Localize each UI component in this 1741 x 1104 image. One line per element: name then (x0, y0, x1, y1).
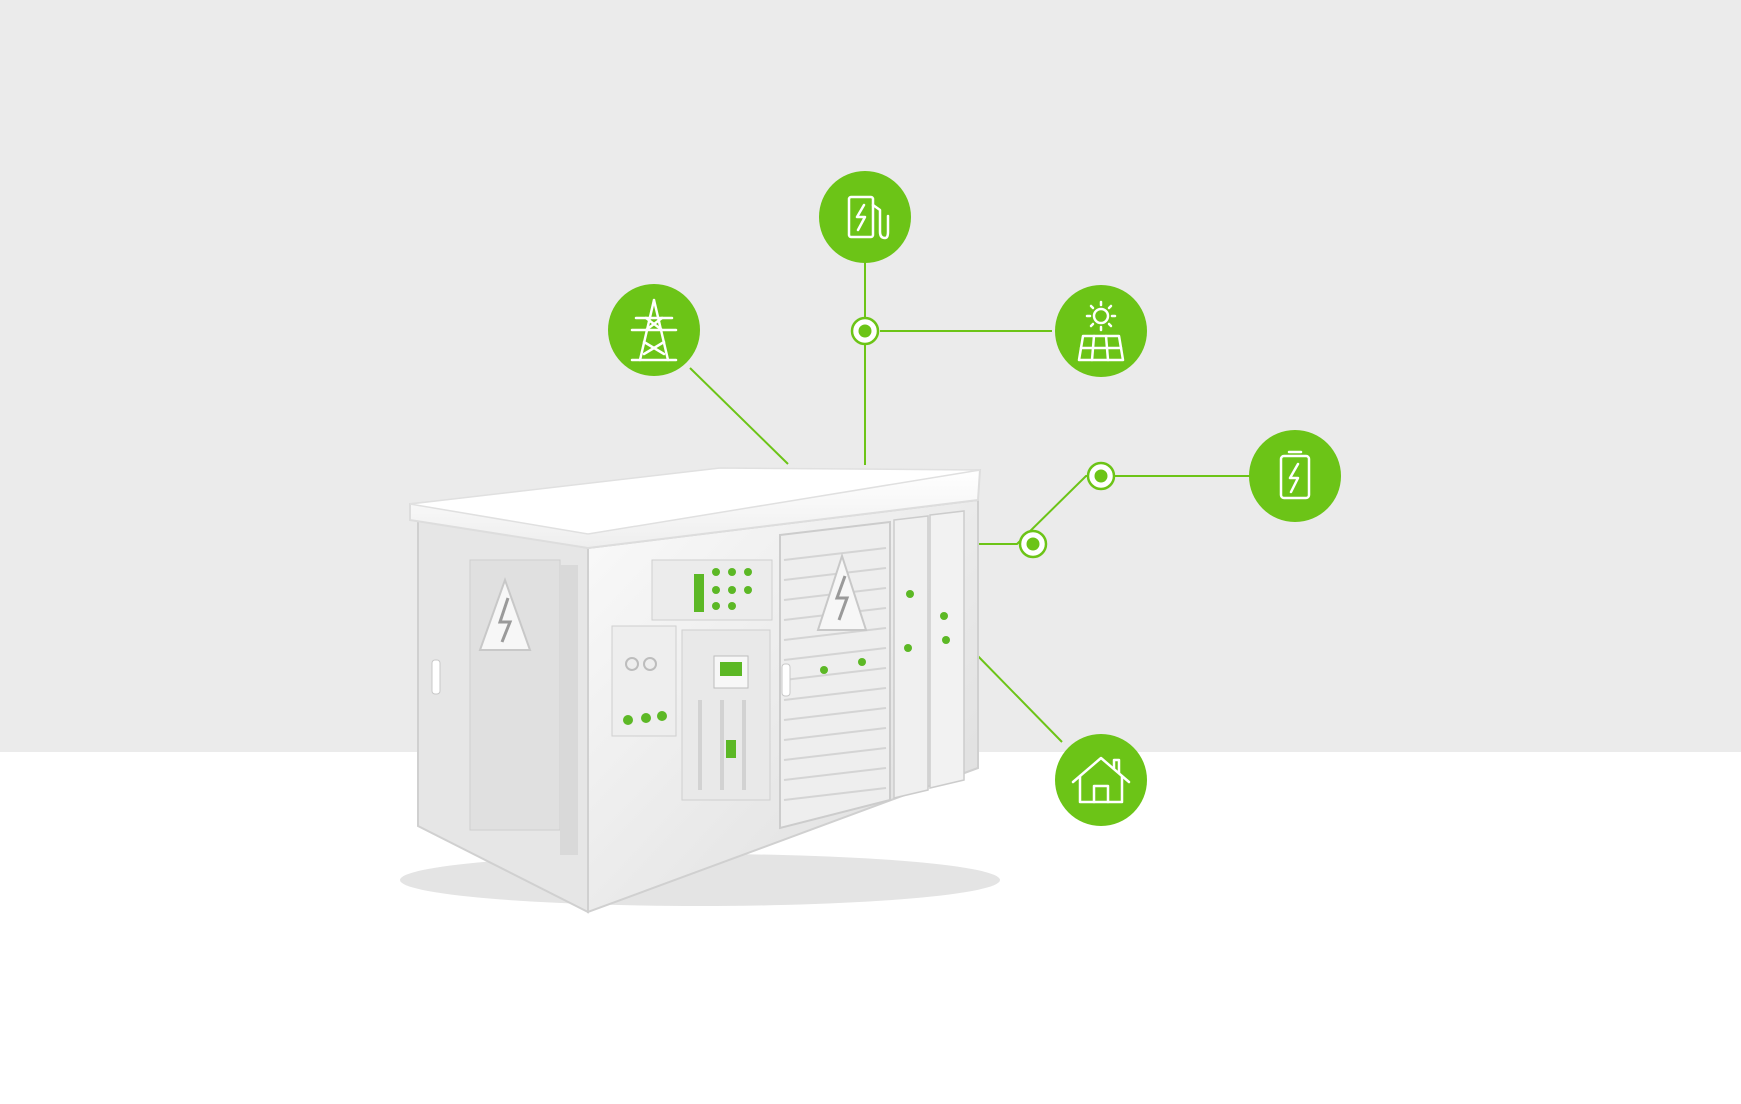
green-knob-1 (623, 715, 633, 725)
right-panel-2 (929, 510, 965, 789)
junction-dot-ev-inner (858, 324, 872, 338)
high-voltage-warning-left (478, 577, 532, 651)
green-meter-strip (694, 574, 704, 612)
louver-slats (783, 547, 887, 801)
panel-indicator-4 (942, 636, 950, 644)
connector-power-grid (689, 367, 789, 465)
green-component (726, 740, 736, 758)
door-indicator-2 (858, 658, 866, 666)
node-home (1055, 734, 1147, 826)
indicator-2 (728, 568, 736, 576)
high-voltage-bolt-left (497, 597, 513, 643)
junction-dot-battery-lower-inner (1026, 537, 1040, 551)
ev-charging-station-icon (847, 195, 890, 240)
door-indicator-1 (820, 666, 828, 674)
junction-dot-battery-upper-inner (1094, 469, 1108, 483)
indicator-1 (712, 568, 720, 576)
switchgear-screen (720, 662, 742, 676)
indicator-8 (728, 602, 736, 610)
dial-2 (643, 657, 657, 671)
background-lower (0, 752, 1741, 1104)
battery-icon (1279, 450, 1311, 500)
transmission-tower-icon (630, 298, 678, 362)
connector-lines (689, 262, 1250, 743)
left-panel (469, 559, 561, 831)
green-knob-2 (641, 713, 651, 723)
dial-1 (625, 657, 639, 671)
substation-roof-top (409, 467, 981, 535)
panel-indicator-3 (940, 612, 948, 620)
connector-home (971, 649, 1063, 743)
high-voltage-warning-door (816, 552, 868, 631)
indicator-4 (712, 586, 720, 594)
right-panel-1 (893, 515, 929, 799)
door-handle (781, 663, 791, 697)
indicator-7 (712, 602, 720, 610)
solar-panel-icon (1077, 300, 1125, 362)
high-voltage-bolt-door (834, 575, 850, 621)
left-column (560, 565, 578, 855)
indicator-6 (744, 586, 752, 594)
compact-substation (400, 467, 1000, 914)
panel-indicator-2 (904, 644, 912, 652)
indicator-3 (744, 568, 752, 576)
green-knob-3 (657, 711, 667, 721)
connector-battery (972, 475, 1250, 545)
indicator-5 (728, 586, 736, 594)
node-home-circle (1055, 734, 1147, 826)
node-power-grid (608, 284, 700, 376)
house-icon (1071, 756, 1131, 804)
left-handle (431, 659, 441, 695)
node-solar (1055, 285, 1147, 377)
node-battery-storage (1249, 430, 1341, 522)
node-battery-circle (1249, 430, 1341, 522)
panel-indicator-1 (906, 590, 914, 598)
node-ev-charging (819, 171, 911, 263)
